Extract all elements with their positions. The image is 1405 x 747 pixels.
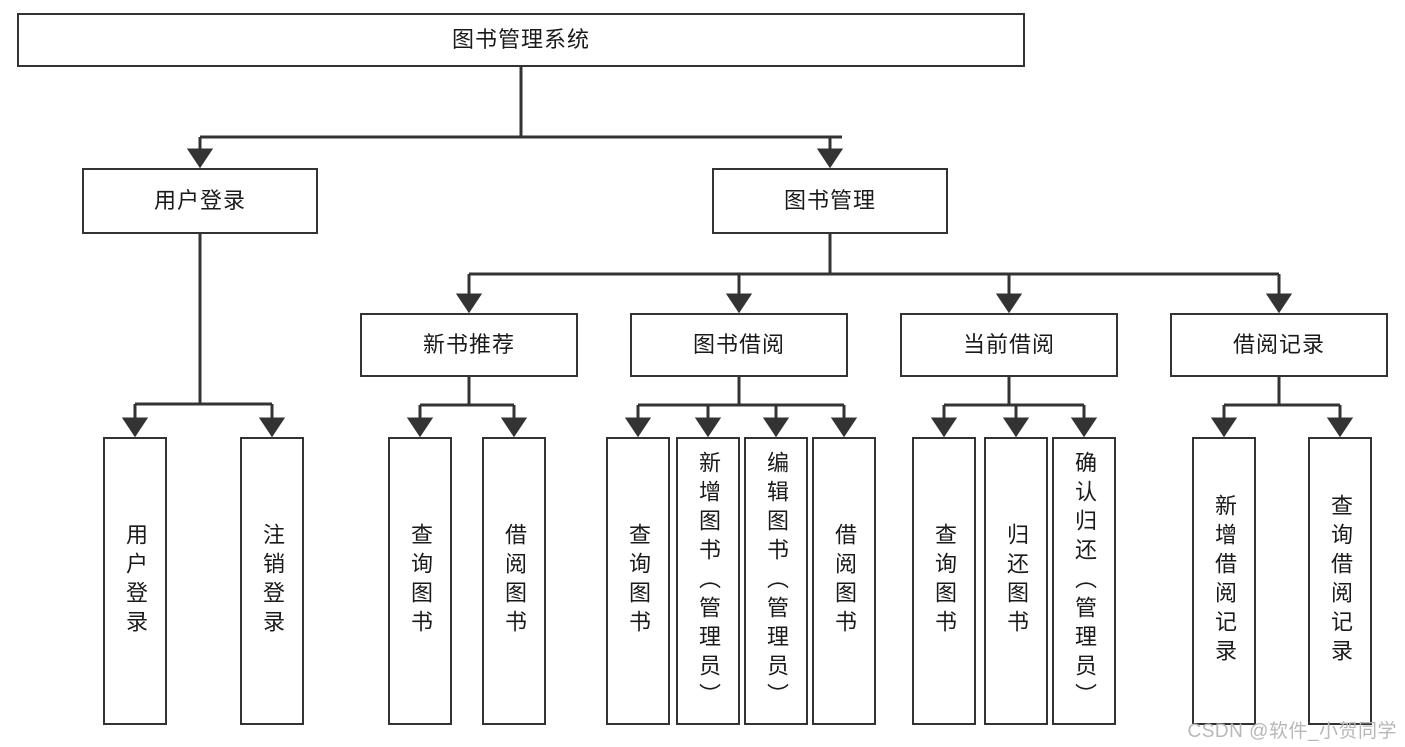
node-leaf-cur-confirm-label: 确认归还（管理员） [1072, 450, 1097, 712]
node-leaf-user-logout[interactable]: 注销登录 [240, 437, 304, 725]
node-leaf-cur-query-label: 查询图书 [932, 523, 957, 639]
node-leaf-cur-return[interactable]: 归还图书 [984, 437, 1048, 725]
node-leaf-rec-borrow-label: 借阅图书 [502, 523, 527, 639]
node-leaf-borrow-query[interactable]: 查询图书 [606, 437, 670, 725]
node-leaf-borrow-query-label: 查询图书 [626, 523, 651, 639]
node-root-label: 图书管理系统 [451, 26, 590, 52]
node-leaf-borrow-edit[interactable]: 编辑图书（管理员） [744, 437, 808, 725]
watermark: CSDN @软件_小贺同学 [1187, 721, 1397, 742]
node-leaf-user-login-label: 用户登录 [123, 523, 148, 639]
node-leaf-user-logout-label: 注销登录 [260, 523, 285, 639]
node-leaf-borrow-edit-label: 编辑图书（管理员） [764, 450, 789, 712]
node-user-login-label: 用户登录 [153, 187, 246, 213]
node-leaf-borrow-lend[interactable]: 借阅图书 [812, 437, 876, 725]
node-leaf-rec-search-label: 查询借阅记录 [1328, 494, 1353, 668]
node-new-book-rec[interactable]: 新书推荐 [360, 313, 578, 377]
node-leaf-borrow-add[interactable]: 新增图书（管理员） [676, 437, 740, 725]
node-user-login[interactable]: 用户登录 [82, 168, 318, 234]
node-current-borrow-label: 当前借阅 [962, 331, 1055, 357]
node-leaf-cur-confirm[interactable]: 确认归还（管理员） [1052, 437, 1116, 725]
node-leaf-rec-add-label: 新增借阅记录 [1212, 494, 1237, 668]
node-current-borrow[interactable]: 当前借阅 [900, 313, 1118, 377]
node-book-borrow-label: 图书借阅 [692, 331, 785, 357]
node-leaf-rec-borrow[interactable]: 借阅图书 [482, 437, 546, 725]
node-leaf-cur-return-label: 归还图书 [1004, 523, 1029, 639]
node-book-borrow[interactable]: 图书借阅 [630, 313, 848, 377]
node-root[interactable]: 图书管理系统 [17, 13, 1025, 67]
node-leaf-user-login[interactable]: 用户登录 [103, 437, 167, 725]
node-leaf-rec-add[interactable]: 新增借阅记录 [1192, 437, 1256, 725]
node-leaf-rec-search[interactable]: 查询借阅记录 [1308, 437, 1372, 725]
node-leaf-rec-query-label: 查询图书 [408, 523, 433, 639]
node-leaf-borrow-lend-label: 借阅图书 [832, 523, 857, 639]
node-leaf-rec-query[interactable]: 查询图书 [388, 437, 452, 725]
node-book-manage[interactable]: 图书管理 [712, 168, 948, 234]
node-borrow-record[interactable]: 借阅记录 [1170, 313, 1388, 377]
node-leaf-cur-query[interactable]: 查询图书 [912, 437, 976, 725]
node-borrow-record-label: 借阅记录 [1232, 331, 1325, 357]
node-book-manage-label: 图书管理 [783, 187, 876, 213]
node-new-book-rec-label: 新书推荐 [422, 331, 515, 357]
node-leaf-borrow-add-label: 新增图书（管理员） [696, 450, 721, 712]
